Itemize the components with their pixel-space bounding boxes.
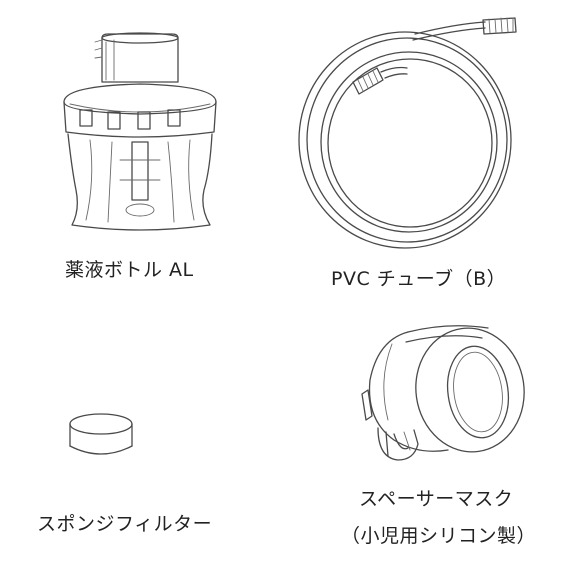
spacer-mask-label-line2: （小児用シリコン製） bbox=[341, 525, 537, 547]
sponge-filter-label: スポンジフィルター bbox=[37, 513, 213, 535]
pvc-tube-illustration bbox=[298, 17, 517, 249]
sponge-filter-illustration bbox=[69, 413, 133, 455]
pvc-tube-label: PVC チューブ（B） bbox=[331, 268, 507, 290]
medicine-bottle-label: 薬液ボトル AL bbox=[65, 259, 194, 281]
tube-connector-icon bbox=[482, 17, 517, 35]
medicine-bottle-illustration bbox=[63, 32, 217, 231]
spacer-mask-illustration bbox=[361, 325, 525, 461]
spacer-mask-label-line1: スペーサーマスク bbox=[359, 488, 514, 510]
tube-end-icon bbox=[352, 66, 408, 95]
